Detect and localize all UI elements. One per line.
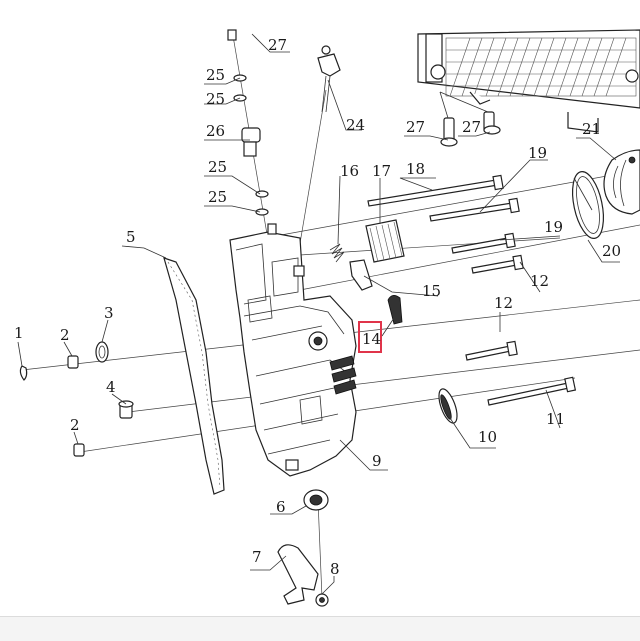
callout-17: 17 (372, 162, 391, 180)
callout-7: 7 (252, 548, 262, 566)
callout-2-upper: 2 (60, 326, 70, 344)
pump-cover-21 (603, 149, 640, 215)
callout-9: 9 (372, 452, 382, 470)
callout-21: 21 (582, 120, 601, 138)
callout-25-c: 25 (208, 158, 227, 176)
horizontal-scrollbar[interactable] (0, 616, 640, 641)
gasket-20 (571, 171, 605, 239)
callout-1: 1 (14, 324, 24, 342)
callout-14: 14 (362, 330, 381, 348)
bolt-27-right (483, 111, 501, 135)
part-2-upper-dowel (67, 355, 79, 369)
callout-19-lower: 19 (544, 218, 563, 236)
part-3-seal (95, 341, 109, 363)
callout-15: 15 (422, 282, 441, 300)
vertical-stack (227, 29, 341, 216)
callout-26: 26 (206, 122, 225, 140)
bolt-12-lower (465, 340, 518, 361)
bolt-12-upper (471, 254, 524, 274)
callout-27-right: 27 (462, 118, 481, 136)
seal-10 (438, 388, 458, 424)
callout-25-a: 25 (206, 66, 225, 84)
bolt-19-lower (451, 232, 516, 254)
leader-lines (17, 33, 620, 595)
callout-10: 10 (478, 428, 497, 446)
bolt-27-left (440, 117, 458, 147)
part-6-seal (303, 489, 329, 511)
callout-12-lower: 12 (494, 294, 513, 312)
part-17-gear (365, 219, 405, 263)
part-2-lower-dowel (73, 443, 85, 457)
callout-27-top: 27 (268, 36, 287, 54)
callout-3: 3 (104, 304, 114, 322)
part-1-circlip (19, 365, 28, 381)
callout-12-upper: 12 (530, 272, 549, 290)
callout-5: 5 (126, 228, 136, 246)
radiator-bolts (439, 91, 501, 147)
crankcase-cover-9 (229, 223, 357, 477)
radiator (417, 29, 640, 133)
part-24-plug (317, 45, 341, 113)
callout-labels: 1 2 2 3 4 5 6 7 8 9 10 11 12 12 14 15 16… (14, 36, 621, 578)
part-16-spring (329, 243, 345, 263)
callout-2-lower: 2 (70, 416, 80, 434)
part-26-bolt (241, 127, 261, 157)
bolt-19-upper (429, 197, 520, 222)
callout-25-b: 25 (206, 90, 225, 108)
callout-11: 11 (546, 410, 565, 428)
callout-6: 6 (276, 498, 286, 516)
callout-14-highlight-box (358, 321, 382, 353)
callout-19-upper: 19 (528, 144, 547, 162)
callout-20: 20 (602, 242, 621, 260)
part-7-bracket (277, 544, 319, 605)
part-14-pin (387, 295, 403, 325)
callout-25-d: 25 (208, 188, 227, 206)
bolt-11 (487, 376, 577, 406)
bolt-18 (367, 174, 504, 207)
part-8-clip (315, 593, 329, 607)
long-bolts (367, 174, 577, 406)
gasket-5 (163, 257, 225, 495)
callout-8: 8 (330, 560, 340, 578)
part-15-lever (349, 259, 373, 291)
callout-27-left: 27 (406, 118, 425, 136)
callout-24: 24 (346, 116, 365, 134)
callout-18: 18 (406, 160, 425, 178)
callout-4: 4 (106, 378, 116, 396)
callout-16: 16 (340, 162, 359, 180)
center-parts (329, 219, 405, 325)
